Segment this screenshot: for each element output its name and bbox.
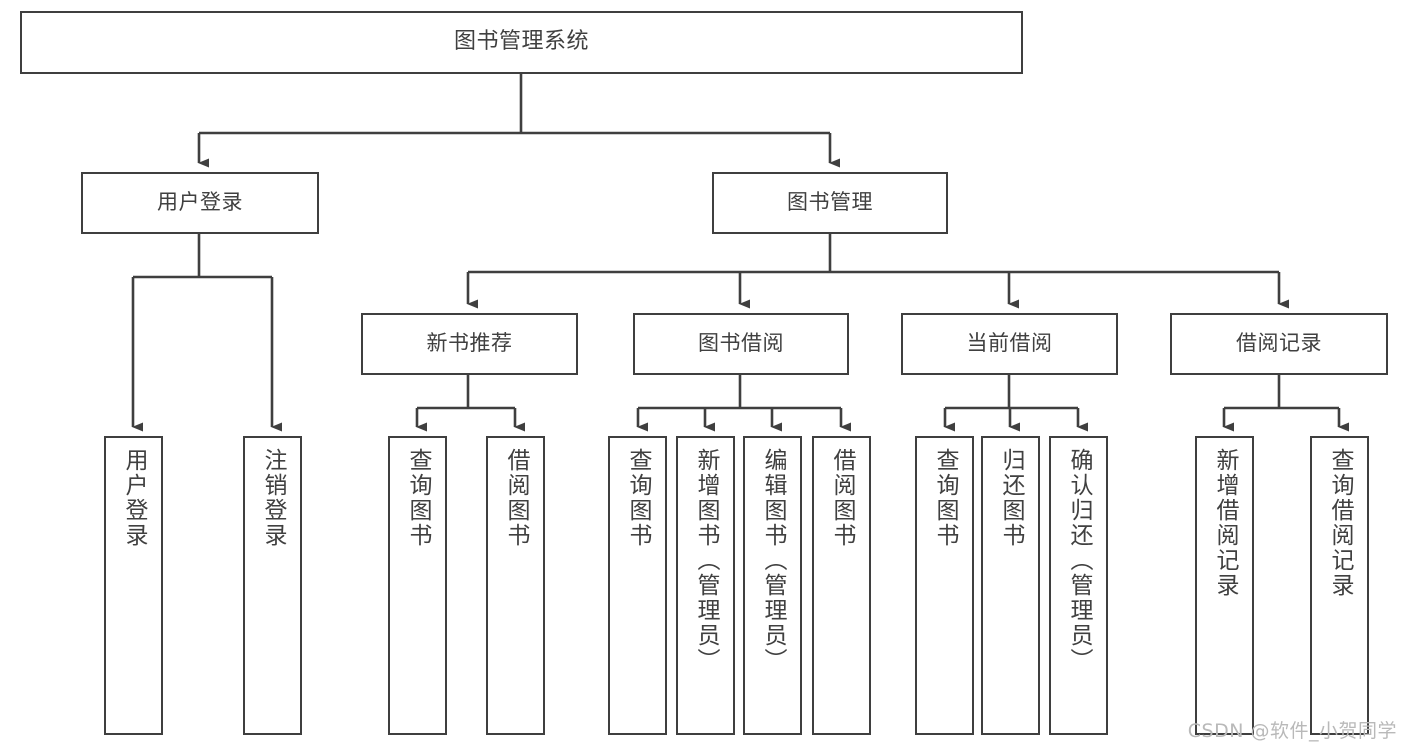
leaf-label: 借阅图书 (829, 448, 855, 548)
node-root-label: 图书管理系统 (453, 29, 589, 55)
node-book-borrow[interactable]: 图书借阅 (633, 313, 849, 375)
leaf-label: 查询图书 (625, 448, 651, 548)
leaf-new-book-borrow[interactable]: 借阅图书 (486, 436, 545, 735)
watermark: CSDN @软件_小贺同学 (1187, 720, 1397, 742)
leaf-user-login-logout[interactable]: 注销登录 (243, 436, 302, 735)
node-root[interactable]: 图书管理系统 (20, 11, 1023, 74)
node-book-manage-label: 图书管理 (787, 190, 873, 215)
leaf-book-borrow-query[interactable]: 查询图书 (608, 436, 667, 735)
leaf-borrow-record-add[interactable]: 新增借阅记录 (1195, 436, 1254, 735)
node-user-login[interactable]: 用户登录 (81, 172, 319, 234)
leaf-label: 查询图书 (932, 448, 958, 548)
node-new-book-recommend[interactable]: 新书推荐 (361, 313, 578, 375)
leaf-current-borrow-confirm-return[interactable]: 确认归还（管理员） (1049, 436, 1108, 735)
leaf-label: 编辑图书（管理员） (760, 448, 786, 673)
leaf-label: 查询借阅记录 (1327, 448, 1353, 598)
leaf-book-borrow-borrow[interactable]: 借阅图书 (812, 436, 871, 735)
node-new-book-recommend-label: 新书推荐 (426, 331, 513, 356)
leaf-label: 新增图书（管理员） (693, 448, 719, 673)
leaf-book-borrow-add[interactable]: 新增图书（管理员） (676, 436, 735, 735)
leaf-current-borrow-query[interactable]: 查询图书 (915, 436, 974, 735)
node-current-borrow[interactable]: 当前借阅 (901, 313, 1118, 375)
leaf-label: 归还图书 (998, 448, 1024, 548)
leaf-label: 用户登录 (121, 448, 147, 548)
node-borrow-record[interactable]: 借阅记录 (1170, 313, 1388, 375)
node-book-manage[interactable]: 图书管理 (712, 172, 948, 234)
leaf-current-borrow-return[interactable]: 归还图书 (981, 436, 1040, 735)
leaf-label: 确认归还（管理员） (1066, 448, 1092, 673)
leaf-label: 查询图书 (405, 448, 431, 548)
leaf-label: 借阅图书 (503, 448, 529, 548)
leaf-user-login-login[interactable]: 用户登录 (104, 436, 163, 735)
leaf-new-book-query[interactable]: 查询图书 (388, 436, 447, 735)
leaf-book-borrow-edit[interactable]: 编辑图书（管理员） (743, 436, 802, 735)
leaf-label: 新增借阅记录 (1212, 448, 1238, 598)
leaf-label: 注销登录 (260, 448, 286, 548)
node-book-borrow-label: 图书借阅 (698, 331, 784, 356)
node-user-login-label: 用户登录 (157, 190, 243, 215)
leaf-borrow-record-query[interactable]: 查询借阅记录 (1310, 436, 1369, 735)
node-borrow-record-label: 借阅记录 (1236, 331, 1322, 356)
node-current-borrow-label: 当前借阅 (966, 331, 1053, 356)
